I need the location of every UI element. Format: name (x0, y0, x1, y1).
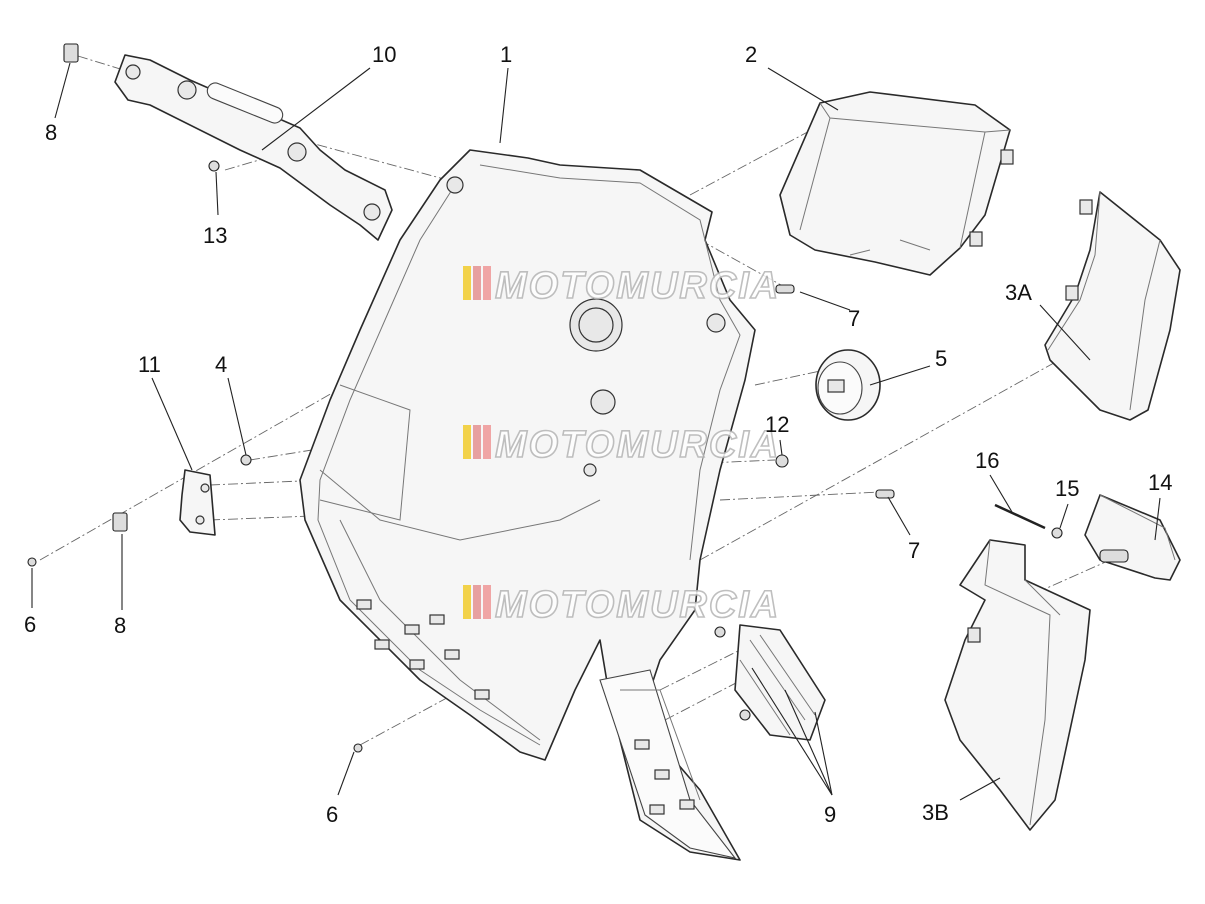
clip-nut-8-bottom (112, 512, 128, 532)
watermark-stripe (473, 585, 481, 619)
fasteners (27, 43, 1063, 753)
side-cover-3b (944, 539, 1091, 831)
bolt-7-top (775, 284, 795, 294)
callout-2: 2 (745, 42, 757, 67)
watermark-stripe (463, 585, 471, 619)
callout-7-mid: 7 (908, 538, 920, 563)
watermark-stripe (483, 585, 491, 619)
leg-shield-main-panel (299, 149, 756, 861)
callout-13: 13 (203, 223, 227, 248)
watermark-text: MOTOMURCIA (495, 265, 780, 307)
watermark-stripe (473, 425, 481, 459)
callout-14: 14 (1148, 470, 1172, 495)
watermark-stripe (473, 266, 481, 300)
watermark-text: MOTOMURCIA (495, 584, 780, 626)
lamp-cover-14 (1084, 494, 1181, 581)
callout-4: 4 (215, 352, 227, 377)
bolt-7-mid (875, 489, 895, 499)
callout-labels: 1 2 3A 3B 4 5 6 6 7 7 8 8 9 10 11 12 13 … (24, 42, 1172, 827)
screw-6-bottom (353, 743, 363, 753)
callout-12: 12 (765, 412, 789, 437)
clip-nut-8-top (63, 43, 79, 63)
callout-11: 11 (138, 352, 161, 377)
callout-6-left: 6 (24, 612, 36, 637)
watermark-text: MOTOMURCIA (495, 424, 780, 466)
watermark-stripe (483, 425, 491, 459)
callout-3b: 3B (922, 800, 949, 825)
callout-6-bottom: 6 (326, 802, 338, 827)
screw-6-left (27, 557, 37, 567)
leader-lines (31, 62, 1161, 801)
watermark-middle: MOTOMURCIA (463, 423, 780, 467)
pin-16 (994, 503, 1046, 530)
callout-3a: 3A (1005, 280, 1032, 305)
cap-fitting-5 (815, 349, 881, 421)
spring-15 (1051, 527, 1063, 539)
watermark-stripe (483, 266, 491, 300)
callout-8-top: 8 (45, 120, 57, 145)
callout-5: 5 (935, 346, 947, 371)
watermark-stripe (463, 266, 471, 300)
mount-plate-11 (179, 469, 216, 536)
callout-9: 9 (824, 802, 836, 827)
watermark-top: MOTOMURCIA (463, 264, 780, 308)
callout-7-top: 7 (848, 306, 860, 331)
callout-10: 10 (372, 42, 396, 67)
side-cover-3a (1044, 191, 1181, 421)
callout-1: 1 (500, 42, 512, 67)
connector-assembly-9 (714, 624, 826, 741)
callout-15: 15 (1055, 476, 1079, 501)
screw-13 (208, 160, 220, 172)
support-bracket-10 (114, 54, 393, 241)
screw-4 (240, 454, 252, 466)
watermark-stripe (463, 425, 471, 459)
glovebox-compartment (779, 91, 1014, 276)
callout-8-bottom: 8 (114, 613, 126, 638)
watermark-bottom: MOTOMURCIA (463, 583, 780, 627)
callout-16: 16 (975, 448, 999, 473)
